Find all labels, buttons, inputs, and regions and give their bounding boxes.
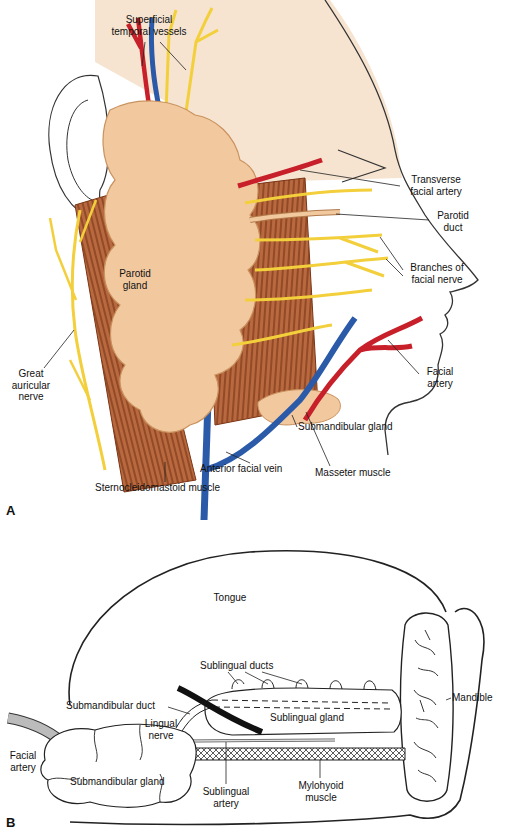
parotid-duct-edge bbox=[250, 212, 340, 220]
nerve-branch bbox=[50, 200, 96, 400]
leader-line bbox=[320, 760, 321, 778]
submandibular-gland bbox=[258, 390, 341, 425]
part-label: Submandibular gland bbox=[298, 421, 418, 433]
part-label: Tongue bbox=[200, 592, 260, 604]
part-label: Superficial temporal vessels bbox=[105, 14, 193, 37]
leader-line bbox=[300, 170, 400, 186]
part-label: Facial artery bbox=[420, 366, 460, 389]
facial-nerve-branch bbox=[232, 190, 388, 345]
panel-letter: A bbox=[6, 504, 26, 519]
leader-line bbox=[44, 330, 74, 368]
temporal-nerve-branch bbox=[166, 8, 218, 112]
part-label: Lingual nerve bbox=[140, 718, 182, 741]
leader-line bbox=[228, 672, 302, 684]
part-label: Submandibular duct bbox=[66, 700, 170, 712]
submandibular-duct-hidden bbox=[212, 700, 390, 709]
sublingual-artery bbox=[192, 740, 335, 741]
leader-line bbox=[168, 707, 190, 714]
part-label: Sternocleidomastoid muscle bbox=[95, 482, 265, 494]
gland-lobule bbox=[48, 725, 162, 802]
part-label: Branches of facial nerve bbox=[403, 262, 471, 285]
transverse-facial-artery bbox=[238, 160, 322, 186]
leader-line bbox=[336, 214, 429, 220]
anterior-facial-vein bbox=[205, 318, 355, 470]
part-label: Parotid gland bbox=[112, 268, 158, 291]
leader-line bbox=[446, 698, 451, 700]
part-label: Sublingual gland bbox=[270, 712, 370, 724]
bone-trabeculae bbox=[414, 630, 438, 782]
part-label: Sublingual artery bbox=[196, 786, 256, 809]
leader-line bbox=[142, 42, 186, 70]
face-profile bbox=[325, 0, 478, 455]
panel-letter: B bbox=[6, 816, 26, 831]
sublingual-artery-edge bbox=[192, 740, 335, 741]
ear-inner bbox=[67, 100, 92, 200]
tongue-outline bbox=[69, 551, 446, 705]
part-label: Transverse facial artery bbox=[400, 174, 472, 197]
mandible-section bbox=[401, 613, 453, 801]
sublingual-duct bbox=[232, 680, 376, 690]
part-label: Submandibular gland bbox=[70, 776, 190, 788]
part-label: Mylohyoid muscle bbox=[292, 780, 350, 803]
parotid-duct bbox=[250, 212, 340, 220]
great-auricular-nerve bbox=[72, 210, 105, 470]
leader-line bbox=[226, 742, 227, 784]
leader-line bbox=[165, 462, 166, 482]
part-label: Parotid duct bbox=[430, 210, 476, 233]
leader-line bbox=[306, 412, 330, 466]
leader-line bbox=[380, 237, 403, 276]
part-label: Mandible bbox=[452, 692, 510, 704]
lingual-nerve bbox=[178, 688, 262, 732]
leader-line bbox=[292, 415, 297, 427]
facial-artery bbox=[305, 318, 422, 420]
part-label: Great auricular nerve bbox=[6, 368, 56, 403]
leader-line bbox=[226, 452, 250, 463]
part-label: Sublingual ducts bbox=[200, 660, 300, 672]
sublingual-gland bbox=[205, 688, 401, 735]
part-label: Anterior facial vein bbox=[200, 463, 310, 475]
part-label: Facial artery bbox=[2, 750, 44, 773]
leader-line bbox=[388, 340, 419, 374]
part-label: Masseter muscle bbox=[315, 467, 415, 479]
parotid-gland bbox=[103, 101, 260, 432]
